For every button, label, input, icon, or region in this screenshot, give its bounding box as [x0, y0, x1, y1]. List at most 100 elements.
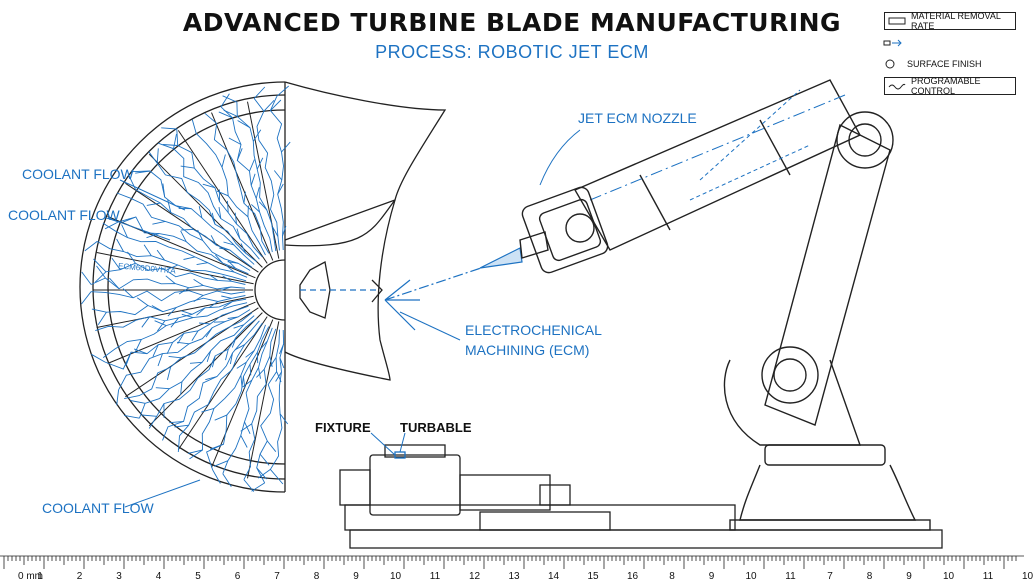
blade-sector-line — [125, 307, 259, 398]
coolant-channel — [118, 309, 251, 391]
coolant-branch — [270, 99, 282, 111]
coolant-branch — [201, 407, 215, 413]
turbine-blade — [284, 81, 447, 381]
coolant-branch — [162, 144, 178, 146]
coolant-branch — [252, 129, 262, 142]
coolant-branch — [202, 183, 216, 189]
turbable-label: TURBABLE — [400, 420, 472, 435]
coolant-branch — [157, 353, 163, 367]
coolant-branch — [247, 205, 249, 217]
ruler-tick-label: 6 — [234, 571, 241, 582]
coolant-branch — [221, 154, 226, 168]
coolant-channel — [91, 295, 246, 316]
coolant-channel — [90, 277, 246, 290]
coolant-channel — [204, 112, 270, 254]
coolant-branch — [256, 157, 264, 170]
wave-icon — [888, 83, 906, 90]
ruler-tick-label: 12 — [468, 571, 481, 582]
coolant-branch — [81, 271, 92, 285]
legend-label: SURFACE FINISH — [907, 59, 982, 69]
coolant-branch — [275, 371, 282, 382]
coolant-branch — [245, 350, 255, 358]
coolant-branch — [256, 467, 267, 480]
legend-item-surface-finish: SURFACE FINISH — [884, 56, 1016, 72]
jet-nozzle-label: JET ECM NOZZLE — [578, 110, 697, 126]
coolant-channel — [131, 170, 255, 265]
page-title: ADVANCED TURBINE BLADE MANUFACTURING — [182, 8, 842, 37]
coolant-channel — [116, 192, 251, 271]
coolant-channel — [162, 320, 260, 441]
coolant-branch — [223, 241, 235, 246]
coolant-branch — [250, 204, 260, 213]
coolant-channel — [102, 302, 248, 358]
ruler-tick-label: 8 — [313, 571, 320, 582]
ruler-tick-label: 13 — [508, 571, 520, 582]
coolant-branch — [91, 353, 106, 363]
coolant-branch — [269, 357, 277, 367]
coolant-branch — [236, 361, 247, 369]
page-subtitle: PROCESS: ROBOTIC JET ECM — [375, 42, 649, 62]
coolant-channel — [256, 329, 280, 484]
coolant-branch — [154, 320, 167, 327]
coolant-branch — [243, 479, 255, 492]
coolant-branch — [208, 273, 218, 281]
coolant-branch — [234, 212, 237, 224]
coolant-branch — [181, 228, 194, 231]
coolant-branch — [260, 340, 268, 350]
coolant-channel — [102, 222, 248, 278]
ruler-tick-label: 8 — [866, 571, 873, 582]
coolant-branch — [272, 226, 279, 237]
legend: MATERIAL REMOVAL RATE SURFACE FINISH PRO… — [883, 11, 1016, 100]
coolant-branch — [214, 414, 227, 421]
coolant-channel — [191, 119, 266, 256]
ruler-unit-label: 0 mm — [18, 571, 43, 582]
coolant-branch — [152, 220, 166, 225]
coolant-branch — [258, 469, 271, 479]
coolant-channel — [253, 98, 280, 251]
ruler-tick-label: 16 — [626, 571, 639, 582]
coolant-branch — [266, 440, 277, 452]
fixture-label: FIXTURE — [315, 420, 371, 435]
rectangle-icon — [888, 17, 906, 25]
ruler-tick-label: 11 — [429, 571, 441, 582]
coolant-channel — [148, 151, 257, 263]
coolant-branch — [104, 221, 119, 230]
arrow-flow-icon — [883, 39, 902, 47]
coolant-branch — [180, 310, 193, 315]
coolant-branch — [218, 207, 222, 219]
coolant-branch — [97, 311, 107, 325]
coolant-branch — [196, 307, 206, 316]
coolant-branch — [225, 264, 235, 273]
coolant-branch — [124, 414, 140, 419]
coolant-branch — [249, 159, 255, 172]
coolant-branch — [193, 279, 204, 286]
coolant-branch — [234, 344, 245, 351]
coolant-channel — [158, 142, 260, 260]
ruler-tick-label: 14 — [547, 571, 560, 582]
coolant-branch — [229, 352, 233, 365]
coolant-branch — [141, 316, 150, 328]
ruler-tick-label: 9 — [353, 571, 359, 582]
coolant-flow-label-2: COOLANT FLOW — [8, 207, 120, 223]
ruler-tick-label: 11 — [785, 571, 796, 582]
coolant-channel — [177, 322, 263, 453]
coolant-branch — [240, 435, 248, 448]
coolant-branch — [251, 482, 265, 492]
coolant-channel — [96, 241, 247, 282]
coolant-branch — [161, 127, 177, 130]
ruler-tick-label: 8 — [669, 571, 675, 582]
coolant-channel — [148, 317, 257, 429]
coolant-branch — [157, 320, 166, 332]
coolant-channel — [243, 328, 277, 480]
coolant-channel — [220, 106, 273, 253]
legend-item-material-removal-rate: MATERIAL REMOVAL RATE — [884, 11, 1016, 31]
coolant-branch — [216, 190, 229, 197]
circle-icon — [885, 59, 895, 69]
coolant-branch — [255, 187, 260, 199]
coolant-branch — [244, 421, 251, 434]
ruler-tick-label: 5 — [195, 571, 201, 582]
coolant-branch — [122, 288, 134, 299]
coolant-channels — [81, 85, 291, 492]
coolant-branch — [253, 86, 266, 99]
coolant-branch — [259, 453, 270, 466]
